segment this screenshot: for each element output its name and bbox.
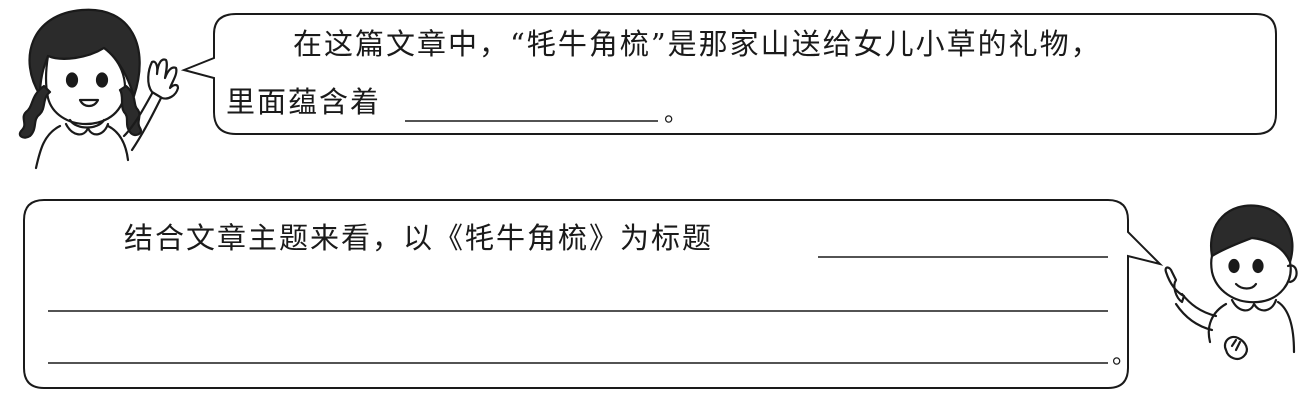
- girl-illustration: [18, 8, 180, 170]
- boy-ear: [1286, 264, 1298, 284]
- boy-pointing-hand: [1164, 266, 1186, 304]
- question-1-line-2: 里面蕴含着: [226, 85, 382, 119]
- girl-right-eye: [95, 72, 109, 88]
- boy-right-eye: [1252, 258, 1264, 274]
- girl-body: [34, 124, 130, 170]
- girl-collar: [68, 118, 106, 129]
- question-2-end-mark: 。: [1112, 341, 1136, 369]
- girl-mouth: [78, 98, 100, 108]
- speech-bubble-top: [180, 13, 1277, 135]
- question-1-end-mark: 。: [664, 99, 688, 127]
- girl-raised-arm: [122, 88, 164, 152]
- girl-left-eye: [65, 72, 79, 88]
- question-1-line-1: 在这篇文章中，“牦牛角梳”是那家山送给女儿小草的礼物，: [293, 27, 1102, 61]
- boy-collar: [1230, 298, 1278, 312]
- girl-waving-hand: [147, 58, 180, 100]
- speech-bubble-bottom: [23, 199, 1164, 389]
- boy-illustration: [1164, 204, 1298, 360]
- girl-left-braid: [18, 84, 52, 139]
- boy-left-eye: [1228, 258, 1240, 274]
- boy-body: [1207, 300, 1296, 354]
- boy-mouth: [1234, 282, 1258, 290]
- boy-face: [1210, 236, 1292, 304]
- question-2-line-1: 结合文章主题来看，以《牦牛角梳》为标题: [124, 221, 714, 255]
- girl-face: [45, 46, 127, 126]
